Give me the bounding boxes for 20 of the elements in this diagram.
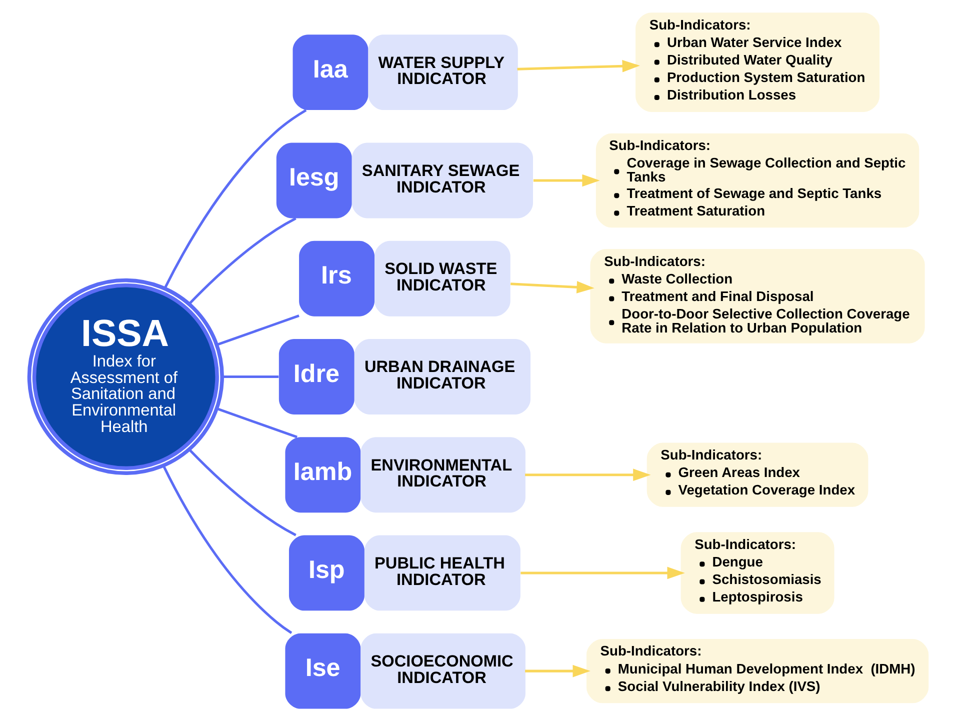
arrow: [532, 174, 600, 187]
connector: [188, 448, 296, 536]
arrow: [520, 566, 684, 580]
arrow: [510, 281, 594, 294]
node-box: Sub-Indicators: Dengue Schistosomiasis Leptospirosis: [680, 532, 834, 614]
connector: [222, 375, 278, 378]
node-box: Sub-Indicators: Waste Collection Treatment and Final Disposal Door-to-Door Selective Collection Coverage Rate in Relation to Urban Population: [590, 249, 924, 344]
arrow: [524, 468, 650, 482]
node-box: Sub-Indicators: Urban Water Service Index Distributed Water Quality Production System Saturation Distribution Losses: [635, 12, 880, 112]
connector: [216, 314, 299, 346]
node-box: Sub-Indicators: Municipal Human Development Index (IDMH) Social Vulnerability Index (IVS): [586, 638, 928, 704]
connector: [163, 109, 306, 288]
node-box: Sub-Indicators: Green Areas Index Vegetation Coverage Index: [646, 442, 868, 507]
node-circle: ISSA Index for Assessment of Sanitation and Environmental Health: [26, 278, 224, 476]
arrow: [524, 664, 590, 678]
connector: [216, 408, 297, 438]
arrow: [516, 60, 640, 72]
connector: [188, 217, 296, 305]
node-box: Sub-Indicators: Coverage in Sewage Collection and Septic Tanks Treatment of Sewage and Septic Tanks Treatment Saturation: [595, 133, 919, 228]
connector: [162, 465, 292, 634]
